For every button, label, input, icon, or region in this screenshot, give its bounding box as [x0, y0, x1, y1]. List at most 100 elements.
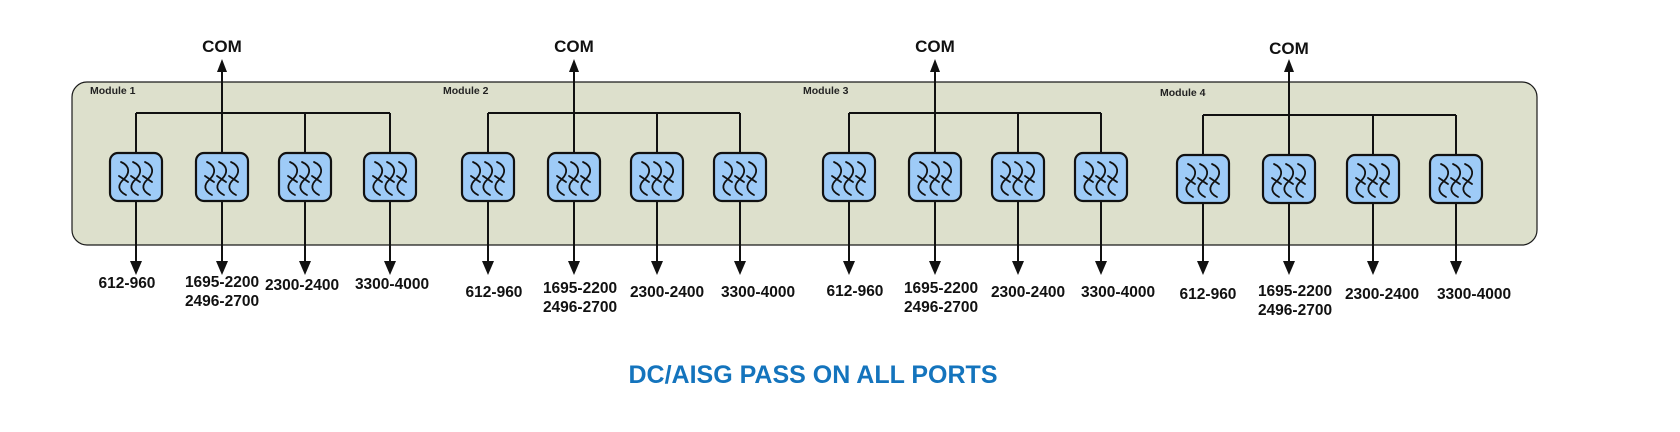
filter-cross: [1083, 175, 1094, 183]
filter-cross: [917, 175, 928, 183]
port-band-label: 612-960: [827, 283, 884, 300]
filter-cross: [722, 175, 733, 183]
filter-cross: [843, 175, 854, 183]
filter-cross: [1295, 177, 1306, 185]
port-band-label: 612-960: [1180, 286, 1237, 303]
port-band-label: 2300-2400: [265, 277, 339, 294]
filter-cross: [1024, 175, 1035, 183]
bandpass-filter-icon: [990, 151, 1046, 203]
filter-cross: [1379, 177, 1390, 185]
filter-cross: [1462, 177, 1473, 185]
port-band-label: 2496-2700: [1258, 302, 1332, 319]
filter-cross: [651, 175, 662, 183]
module-label: Module 4: [1160, 87, 1206, 99]
output-arrow-down-icon: [1283, 261, 1295, 275]
bandpass-filter-icon: [907, 151, 963, 203]
bandpass-filter-icon: [362, 151, 418, 203]
filter-cross: [1438, 177, 1449, 185]
filter-cross: [1271, 177, 1282, 185]
bandpass-filter-icon: [460, 151, 516, 203]
bandpass-filter-icon: [1345, 153, 1401, 205]
filter-cross: [494, 175, 505, 183]
filter-cross: [372, 175, 383, 183]
port-band-label: 2496-2700: [185, 293, 259, 310]
port-band-label: 612-960: [99, 275, 156, 292]
output-arrow-down-icon: [384, 261, 396, 275]
filter-cross: [855, 175, 866, 183]
com-port-label: COM: [554, 37, 594, 56]
filter-cross: [396, 175, 407, 183]
filter-cross: [216, 175, 227, 183]
port-band-label: 2300-2400: [630, 284, 704, 301]
output-arrow-down-icon: [568, 261, 580, 275]
output-arrow-down-icon: [843, 261, 855, 275]
bandpass-filter-icon: [712, 151, 768, 203]
filter-cross: [287, 175, 298, 183]
bandpass-filter-icon: [1073, 151, 1129, 203]
port-band-label: 2496-2700: [904, 299, 978, 316]
diagram-title: DC/AISG PASS ON ALL PORTS: [628, 361, 997, 389]
port-band-label: 1695-2200: [1258, 283, 1332, 300]
filter-cross: [663, 175, 674, 183]
filter-cross: [831, 175, 842, 183]
filter-cross: [746, 175, 757, 183]
output-arrow-down-icon: [929, 261, 941, 275]
output-arrow-down-icon: [130, 261, 142, 275]
com-port-label: COM: [202, 37, 242, 56]
output-arrow-down-icon: [1095, 261, 1107, 275]
filter-cross: [556, 175, 567, 183]
filter-cross: [568, 175, 579, 183]
com-arrow-up-icon: [217, 59, 227, 72]
com-arrow-up-icon: [569, 59, 579, 72]
output-arrow-down-icon: [216, 261, 228, 275]
port-band-label: 1695-2200: [185, 274, 259, 291]
bandpass-filter-icon: [1175, 153, 1231, 205]
module-label: Module 3: [803, 85, 849, 97]
filter-cross: [1197, 177, 1208, 185]
output-arrow-down-icon: [482, 261, 494, 275]
filter-cross: [929, 175, 940, 183]
port-band-label: 1695-2200: [543, 280, 617, 297]
filter-cross: [470, 175, 481, 183]
filter-cross: [1367, 177, 1378, 185]
com-port-label: COM: [1269, 39, 1309, 58]
filter-cross: [1209, 177, 1220, 185]
port-band-label: 3300-4000: [721, 284, 795, 301]
bandpass-filter-icon: [194, 151, 250, 203]
com-arrow-up-icon: [1284, 59, 1294, 72]
filter-cross: [384, 175, 395, 183]
bandpass-filter-icon: [277, 151, 333, 203]
filter-cross: [204, 175, 215, 183]
filter-cross: [1283, 177, 1294, 185]
output-arrow-down-icon: [1450, 261, 1462, 275]
bandpass-filter-icon: [1261, 153, 1317, 205]
bandpass-filter-icon: [108, 151, 164, 203]
com-arrow-up-icon: [930, 59, 940, 72]
filter-cross: [299, 175, 310, 183]
filter-cross: [311, 175, 322, 183]
port-band-label: 2496-2700: [543, 299, 617, 316]
filter-cross: [130, 175, 141, 183]
module-enclosure-panel: [71, 81, 1538, 246]
filter-cross: [1012, 175, 1023, 183]
filter-cross: [1095, 175, 1106, 183]
filter-cross: [228, 175, 239, 183]
filter-cross: [1450, 177, 1461, 185]
port-band-label: 1695-2200: [904, 280, 978, 297]
filter-cross: [118, 175, 129, 183]
filter-cross: [941, 175, 952, 183]
output-arrow-down-icon: [1197, 261, 1209, 275]
filter-cross: [639, 175, 650, 183]
filter-cross: [734, 175, 745, 183]
bandpass-filter-icon: [546, 151, 602, 203]
bandpass-filter-icon: [1428, 153, 1484, 205]
output-arrow-down-icon: [734, 261, 746, 275]
com-port-label: COM: [915, 37, 955, 56]
filter-cross: [142, 175, 153, 183]
filter-cross: [1107, 175, 1118, 183]
